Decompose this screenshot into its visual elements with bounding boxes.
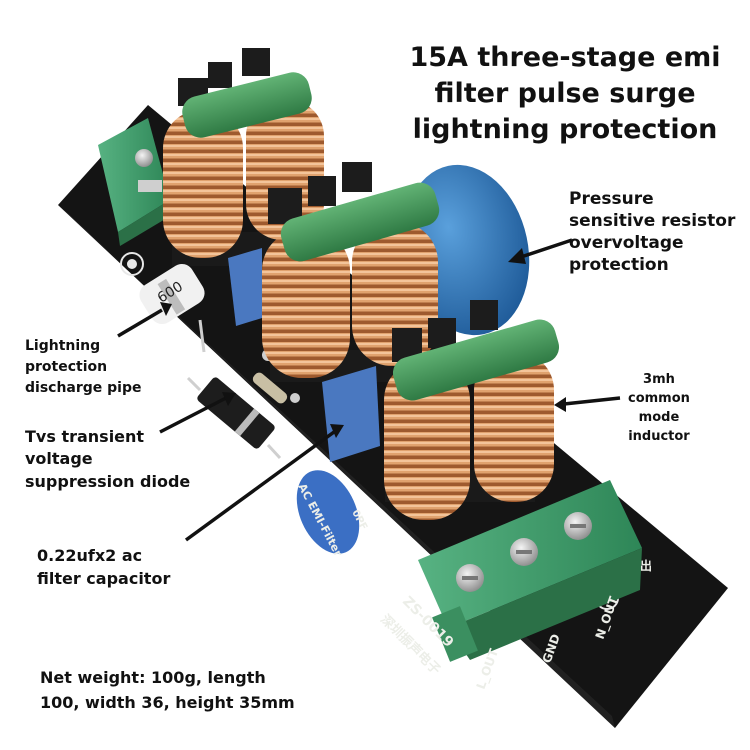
common-mode-inductor-1 (163, 48, 324, 266)
tvs-diode (186, 376, 282, 460)
input-terminal-block (98, 118, 172, 246)
callout-tvs-diode: Tvs transient voltage suppression diode (25, 427, 191, 491)
pcb-output-char: 出 (640, 558, 652, 573)
filter-capacitor (296, 470, 360, 554)
x-capacitor (228, 248, 262, 326)
screw-icon (135, 149, 153, 167)
product-title: 15A three-stage emi filter pulse surge l… (409, 42, 721, 145)
common-mode-inductor-3 (384, 300, 560, 520)
common-mode-inductor-2 (262, 162, 440, 382)
callout-discharge-pipe: Lightning protection discharge pipe (25, 338, 142, 396)
x-capacitor (322, 366, 380, 462)
gas-discharge-tube: 600 (139, 263, 206, 353)
callout-filter-capacitor: 0.22ufx2 ac filter capacitor (37, 546, 171, 589)
mounting-hole (127, 259, 137, 269)
callout-pressure-resistor: Pressure sensitive resistor overvoltage … (569, 189, 736, 276)
spec-weight-dimensions: Net weight: 100g, length 100, width 36, … (40, 668, 295, 712)
output-terminal-block (418, 480, 642, 662)
mounting-hole (120, 252, 144, 276)
callout-arrows (117, 238, 621, 542)
callout-inductor: 3mh common mode inductor (628, 372, 690, 444)
